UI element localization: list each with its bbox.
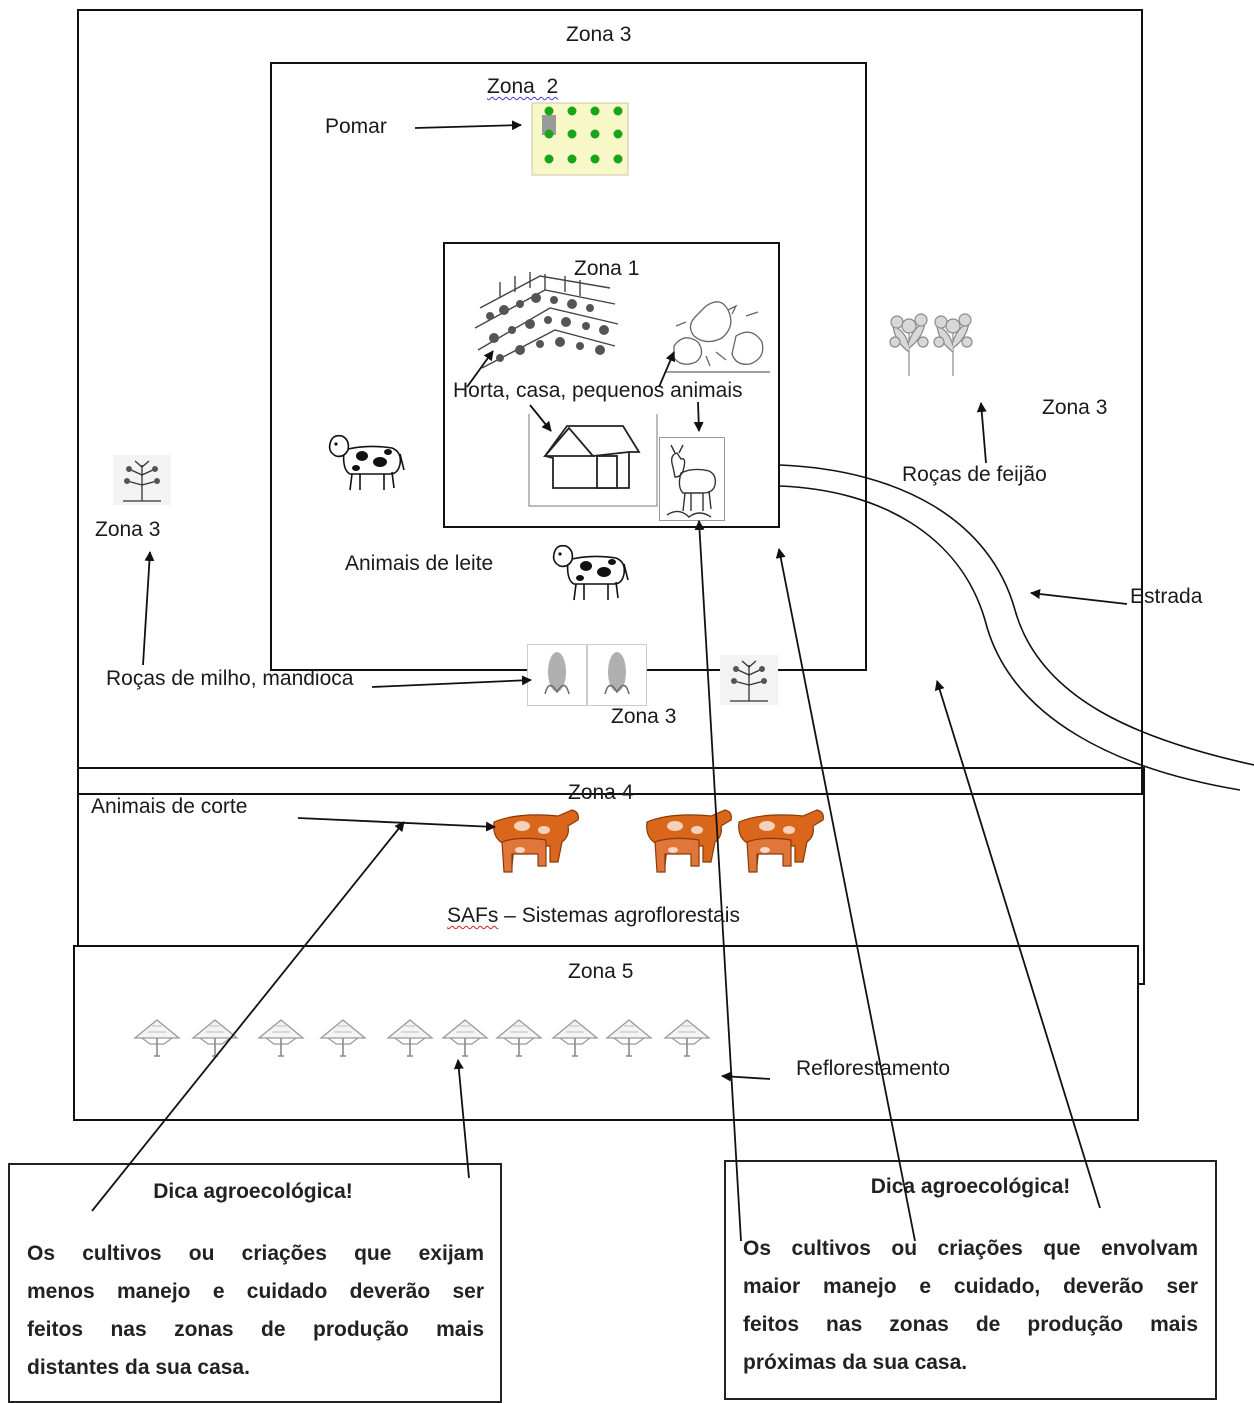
arrow	[694, 520, 742, 1242]
garden-icon	[474, 272, 619, 369]
arrow	[453, 1059, 470, 1179]
beef-cattle-icon	[493, 809, 579, 873]
tip-box-right: Dica agroecológica! Os cultivos ou criaç…	[724, 1160, 1217, 1400]
beef-cattle-icon	[646, 809, 732, 873]
arrow	[1030, 589, 1128, 605]
tree-icon	[605, 1019, 653, 1057]
bean-fields-label: Roças de feijão	[902, 463, 1047, 486]
tree-icon	[386, 1019, 434, 1057]
agroforestry-abbr: SAFs	[447, 904, 499, 927]
arrow	[142, 551, 155, 666]
arrow	[414, 120, 522, 131]
arrow	[934, 680, 1101, 1209]
road-edge	[779, 464, 1254, 766]
corn-cassava-label: Roças de milho, mandioca	[106, 667, 354, 690]
dairy-animals-label: Animais de leite	[345, 552, 494, 575]
tip-right-line: próximas da sua casa.	[743, 1351, 968, 1374]
zone1-area	[443, 242, 780, 528]
zone3-top-label: Zona 3	[566, 23, 632, 46]
agroforestry-text: – Sistemas agroflorestais	[498, 904, 740, 927]
arrow	[297, 817, 496, 832]
tree-icon	[319, 1019, 367, 1057]
arrow	[976, 402, 987, 464]
bean-plant-icon	[889, 313, 973, 376]
arrow	[775, 548, 916, 1242]
tip-left-line: feitos nas zonas de produção mais	[27, 1318, 484, 1341]
corn-icon	[527, 644, 647, 706]
zone2-label: Zona 2	[487, 75, 559, 98]
zone3-area	[77, 9, 1143, 795]
garden-house-label: Horta, casa, pequenos animais	[453, 379, 743, 402]
arrow	[693, 401, 704, 432]
orchard-label: Pomar	[325, 115, 387, 138]
chickens-icon	[666, 301, 770, 373]
tree-icon	[133, 1019, 181, 1057]
tip-left-line: menos manejo e cuidado deverão ser	[27, 1280, 484, 1303]
zone1-label: Zona 1	[574, 257, 640, 280]
tree-icon	[495, 1019, 543, 1057]
arrow	[721, 1071, 771, 1082]
zone3-bottom-label: Zona 3	[611, 705, 677, 728]
beef-cattle-icon	[738, 809, 824, 873]
road	[779, 464, 1254, 791]
tip-right-line: feitos nas zonas de produção mais	[743, 1313, 1198, 1336]
zone4-label: Zona 4	[568, 781, 634, 804]
tip-box-left: Dica agroecológica! Os cultivos ou criaç…	[8, 1163, 502, 1403]
orchard-icon	[531, 102, 629, 176]
tip-right-line: maior manejo e cuidado, deverão ser	[743, 1275, 1198, 1298]
arrow	[529, 404, 552, 432]
road-edge	[779, 485, 1241, 791]
arrow	[466, 350, 494, 388]
tree-icon	[663, 1019, 711, 1057]
goat-icon	[659, 437, 725, 521]
house-icon	[528, 414, 658, 507]
tree-icon	[441, 1019, 489, 1057]
zone3-left-label: Zona 3	[95, 518, 161, 541]
arrow	[371, 675, 532, 688]
reforestation-label: Reflorestamento	[796, 1057, 951, 1080]
arrow	[91, 821, 405, 1212]
tip-right-line: Os cultivos ou criações que envolvam	[743, 1237, 1198, 1260]
tip-left-title: Dica agroecológica!	[153, 1180, 353, 1203]
tree-icon	[551, 1019, 599, 1057]
zone5-label: Zona 5	[568, 960, 634, 983]
road-label: Estrada	[1130, 585, 1203, 608]
tip-left-line: distantes da sua casa.	[27, 1356, 250, 1379]
small-plant-icon	[720, 655, 778, 705]
agroforestry-label: SAFs – Sistemas agroflorestais	[447, 904, 740, 928]
dairy-cow-icon	[552, 544, 629, 601]
zone5-area	[73, 945, 1139, 1121]
beef-animals-label: Animais de corte	[91, 795, 248, 818]
tip-left-line: Os cultivos ou criações que exijam	[27, 1242, 484, 1265]
tree-icon	[257, 1019, 305, 1057]
zone3-right-label: Zona 3	[1042, 396, 1108, 419]
dairy-cow-icon	[328, 434, 405, 491]
arrow	[658, 351, 676, 388]
small-plant-icon	[113, 455, 171, 505]
tip-right-title: Dica agroecológica!	[870, 1175, 1071, 1198]
